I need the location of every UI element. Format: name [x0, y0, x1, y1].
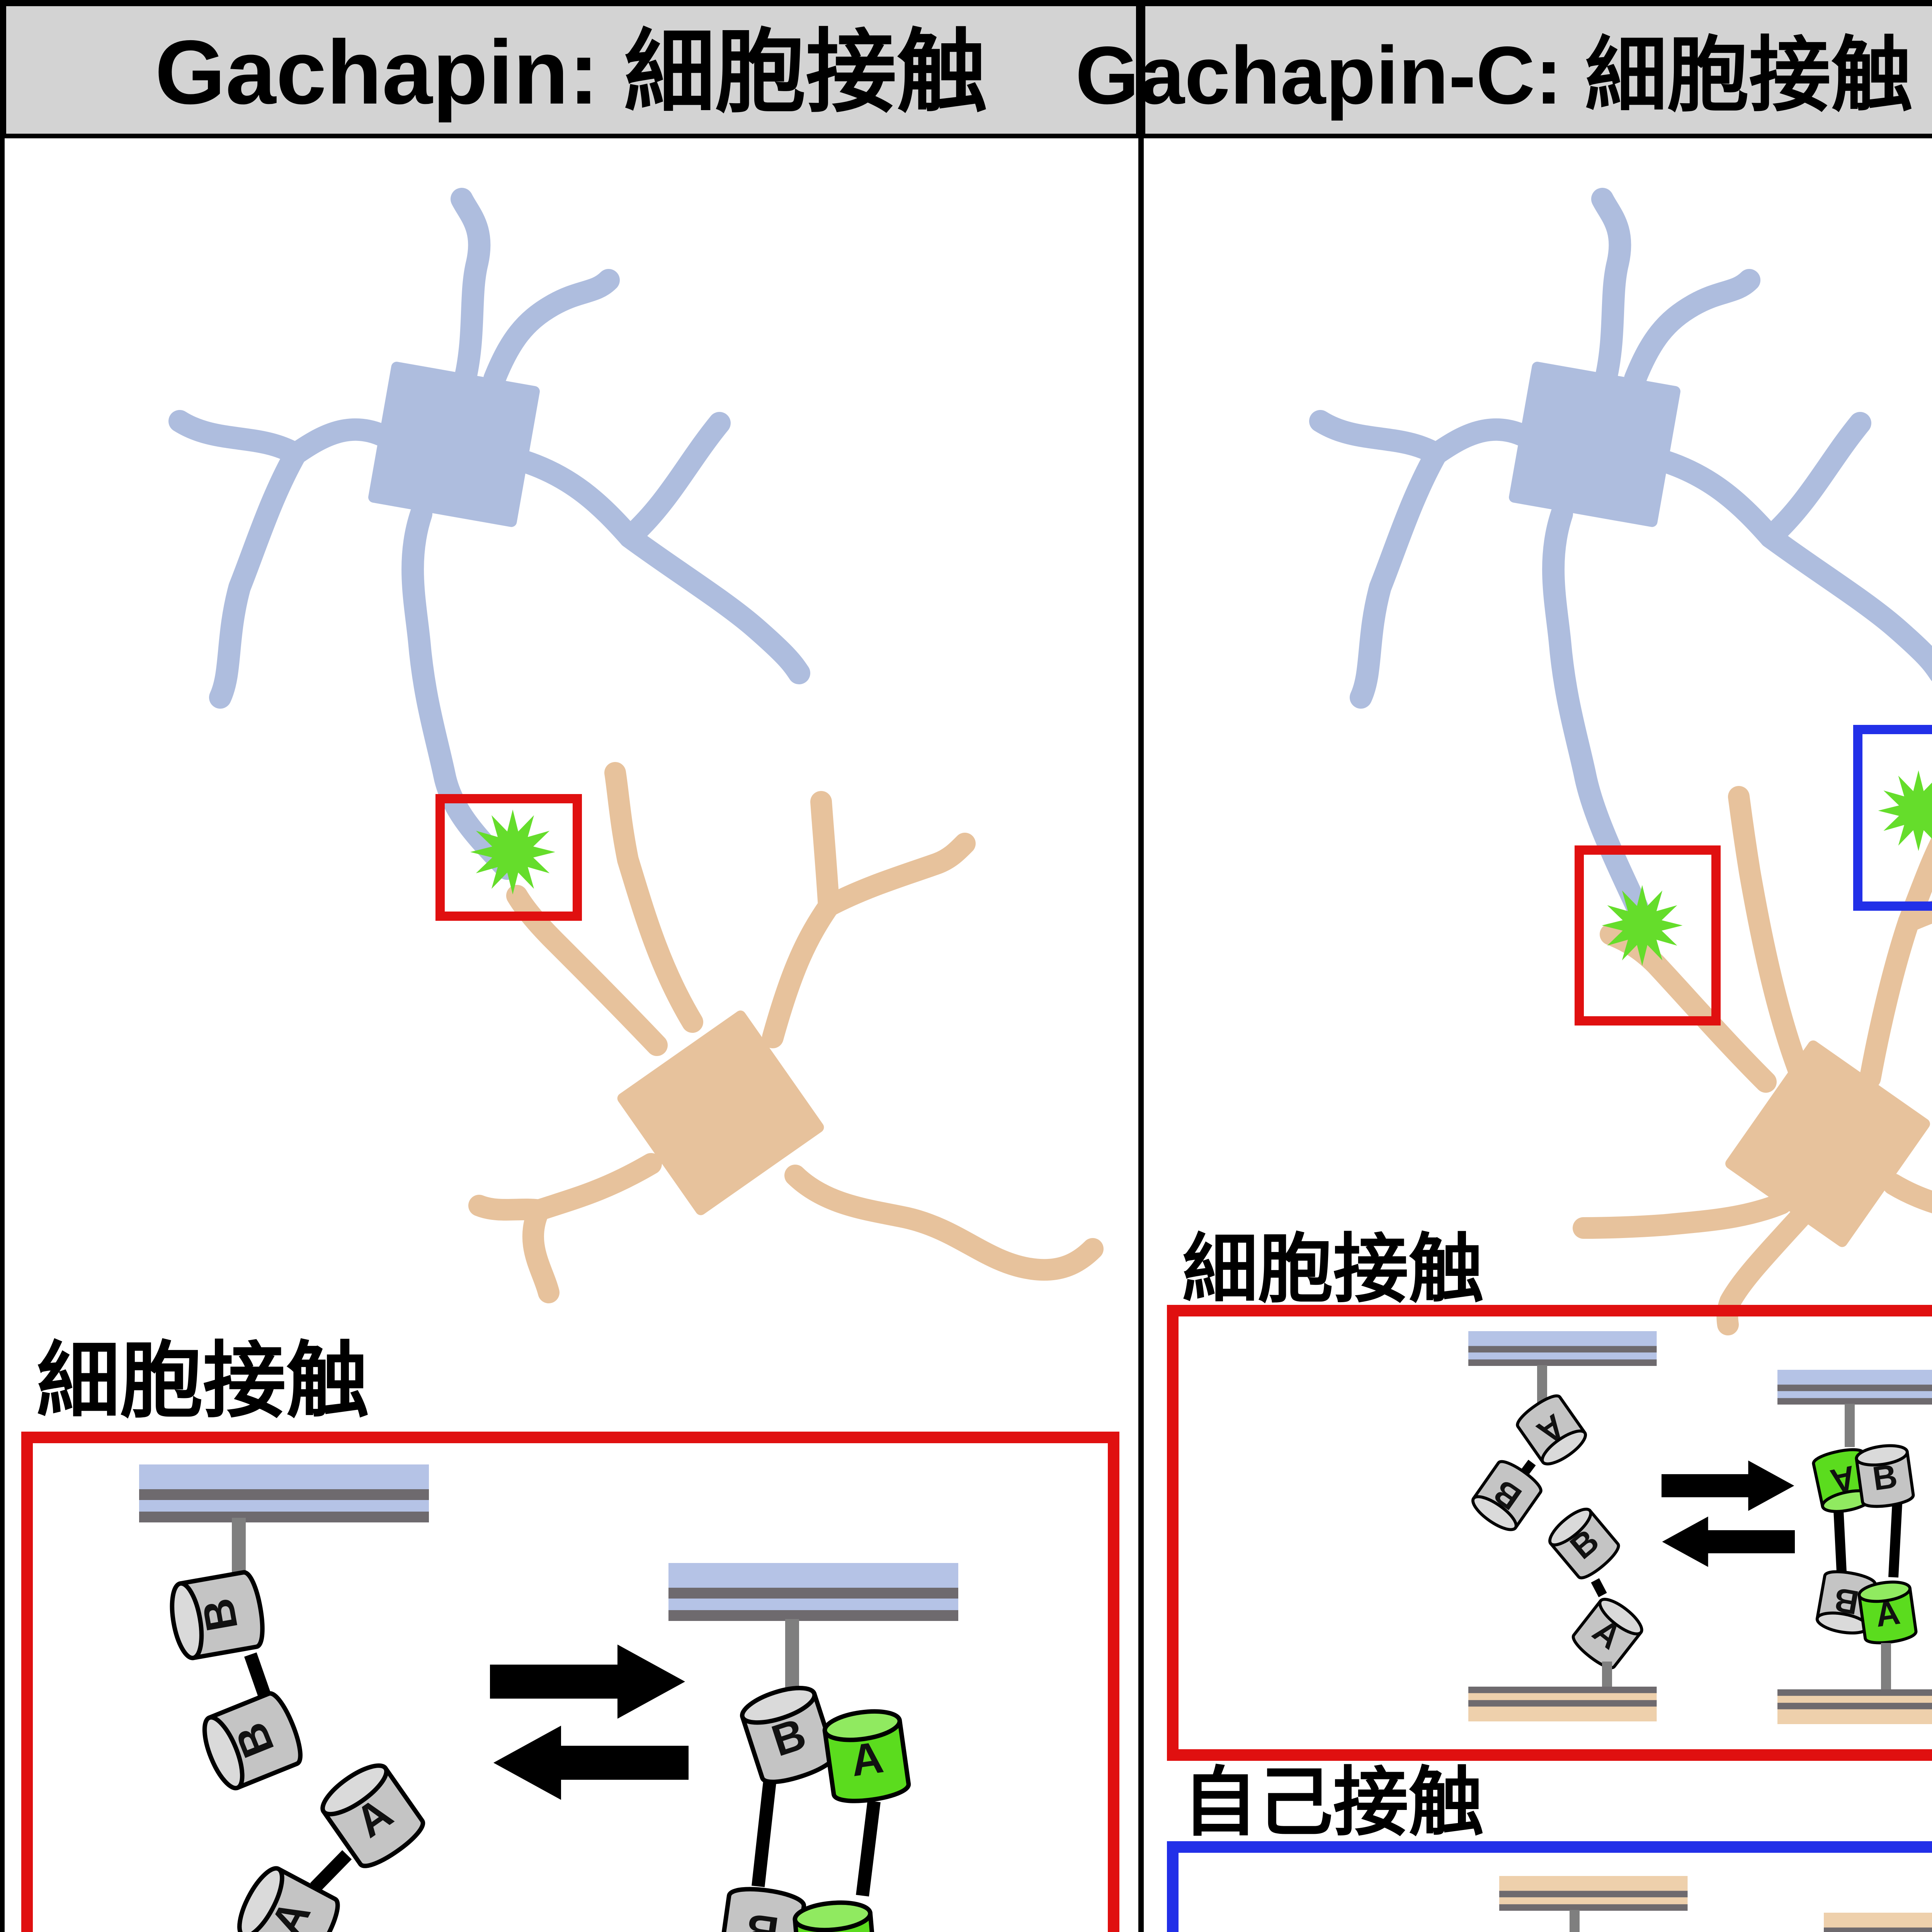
orange-cell-membrane	[1824, 1913, 1932, 1932]
domain-a-label: A	[848, 1732, 886, 1786]
orange-cell-membrane	[1777, 1689, 1932, 1724]
linker	[310, 1850, 352, 1892]
orange-dendrite	[1600, 923, 1777, 1093]
blue-cell-membrane	[668, 1563, 958, 1621]
cell-contact-highlight-box	[1575, 845, 1721, 1026]
orange-neuron-soma	[617, 1010, 824, 1215]
domain-a-cylinder: A	[1812, 1446, 1875, 1515]
orange-dendrite	[1573, 1193, 1792, 1239]
orange-dendrite	[762, 895, 840, 1048]
orange-cell-membrane	[1468, 1687, 1657, 1721]
receptor-stalk	[1602, 1662, 1612, 1688]
blue-neuron-axon	[1542, 503, 1649, 919]
self-contact-highlight-box	[1853, 725, 1932, 911]
orange-dendrite	[1728, 786, 1810, 1081]
orange-dendrite	[522, 1199, 560, 1303]
domain-b-cylinder: B	[197, 1690, 307, 1793]
orange-dendrite	[1859, 911, 1920, 1089]
self-contact-diagram-box: A B B A	[1167, 1841, 1932, 1932]
orange-cell-membrane	[1499, 1876, 1688, 1911]
linker	[752, 1781, 776, 1887]
left-panel-header: Gachapin: 細胞接触	[2, 2, 1141, 138]
receptor-stalk	[785, 1619, 799, 1688]
domain-a-cylinder: A	[1858, 1579, 1917, 1645]
linker	[1833, 1510, 1847, 1572]
domain-a-cylinder: A	[316, 1757, 429, 1873]
linker	[1591, 1578, 1607, 1597]
domain-a-label: A	[1873, 1593, 1902, 1634]
right-cell-contact-label: 細胞接触	[1182, 1227, 1484, 1311]
receptor-stalk	[1845, 1404, 1855, 1447]
linker	[856, 1800, 881, 1897]
domain-b-cylinder: B	[1468, 1457, 1544, 1536]
domain-b-cylinder: B	[1855, 1443, 1914, 1509]
right-panel: 細胞接触 A B B A	[1167, 199, 1932, 1932]
blue-cell-membrane	[1468, 1331, 1657, 1366]
orange-dendrite	[784, 1165, 1104, 1281]
domain-b-label: B	[743, 1904, 782, 1932]
orange-dendrite	[810, 791, 840, 917]
linker	[1888, 1503, 1902, 1578]
cell-contact-diagram-box: B B A A	[21, 1432, 1119, 1932]
receptor-stalk	[1570, 1910, 1580, 1932]
orange-dendrite	[604, 762, 703, 1033]
blue-cell-membrane	[139, 1464, 429, 1522]
left-panel-title: Gachapin: 細胞接触	[155, 21, 987, 123]
domain-a-cylinder: A	[1570, 1594, 1647, 1672]
orange-neuron-soma	[1725, 1040, 1930, 1247]
blue-neuron-axon	[401, 503, 518, 880]
orange-dendrite	[818, 833, 976, 917]
domain-a-label: A	[817, 1924, 854, 1932]
blue-neuron	[1320, 199, 1932, 919]
left-header-band	[2, 2, 1141, 138]
orange-neuron	[1573, 786, 1932, 1335]
orange-dendrite	[528, 1153, 662, 1221]
domain-a-cylinder: A	[231, 1863, 345, 1932]
domain-a-cylinder: A	[1514, 1391, 1590, 1470]
blue-cell-membrane	[1777, 1370, 1932, 1405]
right-panel-header: Gachapin-C: 細胞接触 & 自己接触	[1075, 2, 1932, 138]
cell-contact-diagram-box: A B B A	[1167, 1305, 1932, 1761]
orange-neuron	[468, 762, 1104, 1303]
right-panel-title: Gachapin-C: 細胞接触 & 自己接触	[1075, 29, 1932, 121]
cell-contact-highlight-box	[435, 794, 582, 921]
domain-b-cylinder: B	[738, 1681, 837, 1788]
self-contact-diagram-border	[1167, 1841, 1932, 1932]
cell-contact-diagram-border	[1167, 1305, 1932, 1761]
domain-a-cylinder: A	[794, 1900, 877, 1932]
cell-contact-diagram-border	[21, 1432, 1119, 1932]
left-panel: 細胞接触 B B A A	[21, 199, 1119, 1932]
domain-a-cylinder: A	[823, 1707, 910, 1805]
right-self-contact-label: 自己接触	[1182, 1760, 1484, 1845]
blue-neuron	[180, 199, 799, 880]
left-section-label: 細胞接触	[37, 1334, 369, 1427]
domain-b-cylinder: B	[1545, 1503, 1622, 1582]
domain-b-cylinder: B	[718, 1885, 805, 1932]
panel-divider	[1138, 0, 1144, 1932]
domain-b-cylinder: B	[1816, 1569, 1876, 1636]
domain-b-label: B	[1870, 1457, 1900, 1498]
right-header-band	[1141, 2, 1932, 138]
domain-b-cylinder: B	[167, 1571, 267, 1660]
receptor-stalk	[1881, 1643, 1891, 1691]
